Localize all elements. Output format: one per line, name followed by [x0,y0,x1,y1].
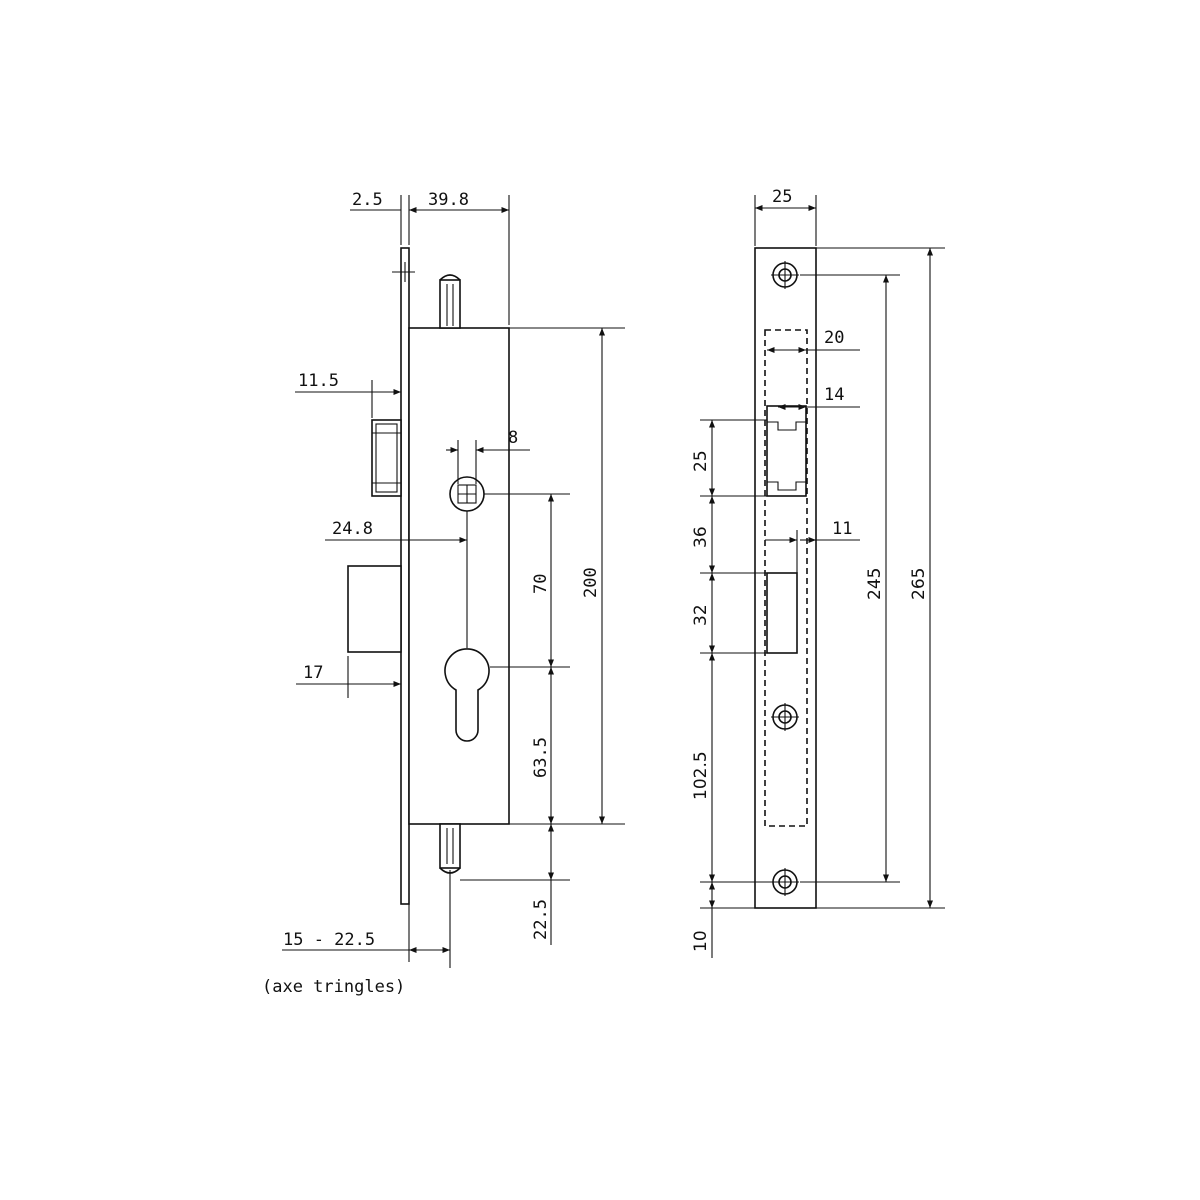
dim-deadbolt-projection: 17 [303,663,323,683]
screw-hole-top [771,261,799,289]
dim-bolt-height: 32 [691,604,711,626]
right-view-dimensions: 25 20 14 25 36 32 102.5 10 11 [691,187,945,958]
dim-spindle-to-cylinder: 70 [531,574,551,594]
rod-axis-note: (axe tringles) [262,977,405,997]
dim-gap: 36 [691,526,711,548]
faceplate-front-view [754,247,817,909]
latch-bolt [371,419,402,497]
dim-spindle-square: 8 [508,428,518,448]
dim-flange: 2.5 [352,190,383,210]
dim-backset: 24.8 [332,519,373,539]
dim-plate-length: 265 [909,568,929,600]
dim-bottom: 10 [691,930,711,952]
top-rod [439,274,461,329]
dim-latch-projection: 11.5 [298,371,339,391]
dim-lower: 102.5 [691,751,711,800]
left-view-dimensions: 2.5 39.8 11.5 8 24.8 70 200 63.5 [262,190,625,997]
dim-case-depth: 39.8 [428,190,469,210]
dim-plate-width: 25 [772,187,792,207]
cylinder-hole [444,648,490,742]
dim-bolt-projection: 11 [832,519,852,539]
dim-rod-axis: 15 - 22.5 [283,930,375,950]
dim-latch-height: 25 [691,450,711,472]
dim-cylinder-to-bottom: 63.5 [531,737,551,778]
dim-latch-hole-width: 20 [824,328,844,348]
dim-latch-hole-width-inner: 14 [824,385,844,405]
screw-hole-middle [771,703,799,731]
faceplate [400,247,410,905]
lock-case-side-view [347,247,510,905]
dead-bolt [347,565,402,653]
case-body [408,327,510,825]
deadbolt-opening [766,572,798,654]
latch-opening [766,405,807,497]
spindle-hub [449,476,485,512]
hidden-case-outline [764,329,808,827]
dim-case-height: 200 [581,567,601,598]
bottom-rod [439,823,461,874]
dim-screw-distance: 245 [865,568,885,600]
dim-rod-offset: 22.5 [531,899,551,940]
